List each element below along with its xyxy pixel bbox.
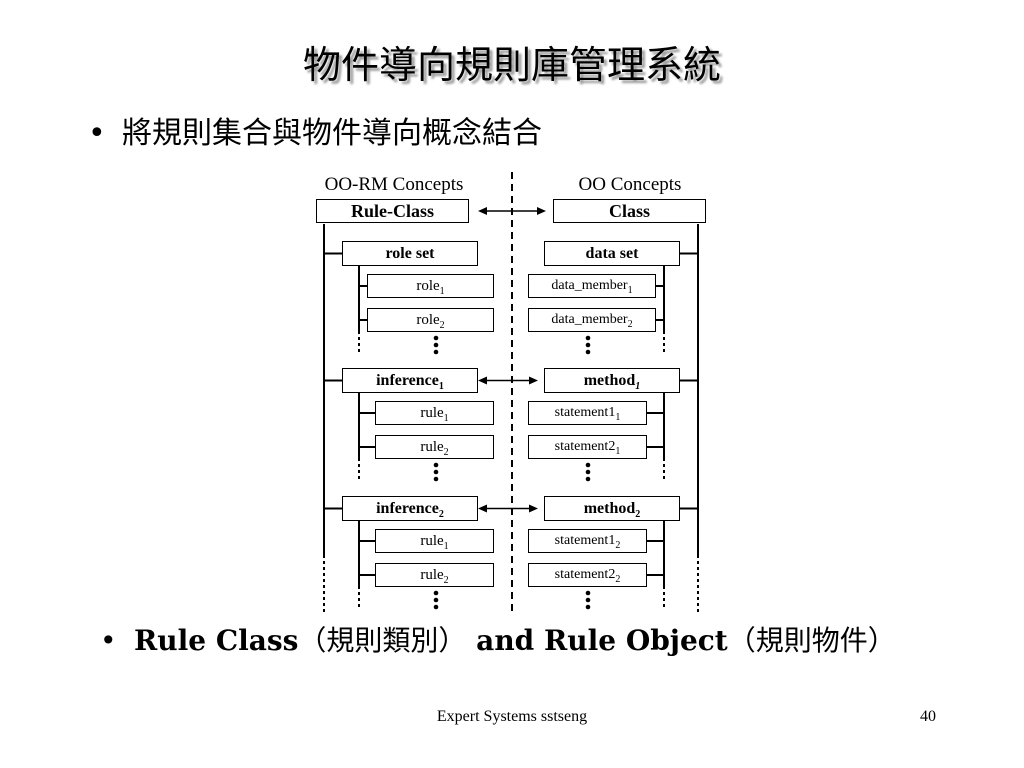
footer-text: Expert Systems sstseng [436,708,588,725]
bullet-point-2: • Rule Class（規則類別） and Rule Object（規則物件） [100,616,940,666]
bullet-1-text: 將規則集合與物件導向概念結合 [122,116,542,151]
right-ellipsis-1 [585,335,591,355]
left-item-1-2: role2 [367,308,494,332]
rule-object-label: and Rule Object [466,624,728,657]
right-ellipsis-2 [585,462,591,482]
right-item-1-1: data_member1 [528,274,656,298]
rule-class-mapping-arrow [478,207,546,215]
group-mapping-arrow-3 [478,504,538,513]
left-column-header: OO-RM Concepts [324,174,464,195]
left-group-header-1: role set [342,241,478,266]
right-item-3-1: statement12 [528,529,647,553]
slide-title: 物件導向規則庫管理系統 [302,43,721,87]
left-ellipsis-1 [433,335,439,355]
bullet-symbol: • [100,624,117,657]
group-mapping-arrow-2 [478,376,538,385]
right-group-header-2: method1 [544,368,680,393]
right-item-2-2: statement21 [528,435,647,459]
left-group-header-2: inference1 [342,368,478,393]
bullet-point-1: • 將規則集合與物件導向概念結合 [88,112,542,156]
bullet-symbol: • [88,116,106,151]
page-number: 40 [920,708,936,725]
left-item-3-2: rule2 [375,563,494,587]
left-item-3-1: rule1 [375,529,494,553]
left-group-header-3: inference2 [342,496,478,521]
right-item-2-1: statement11 [528,401,647,425]
right-group-header-1: data set [544,241,680,266]
right-column-header: OO Concepts [578,174,682,195]
rule-object-chinese: （規則物件） [727,624,896,657]
left-item-1-1: role1 [367,274,494,298]
rule-class-box: Rule-Class [316,199,469,223]
right-item-1-2: data_member2 [528,308,656,332]
left-ellipsis-2 [433,462,439,482]
left-ellipsis-3 [433,590,439,610]
right-ellipsis-3 [585,590,591,610]
left-item-2-1: rule1 [375,401,494,425]
right-group-header-3: method2 [544,496,680,521]
rule-class-chinese: （規則類別） [298,624,467,657]
class-box: Class [553,199,706,223]
rule-class-label: Rule Class [134,624,299,657]
left-item-2-2: rule2 [375,435,494,459]
right-item-3-2: statement22 [528,563,647,587]
